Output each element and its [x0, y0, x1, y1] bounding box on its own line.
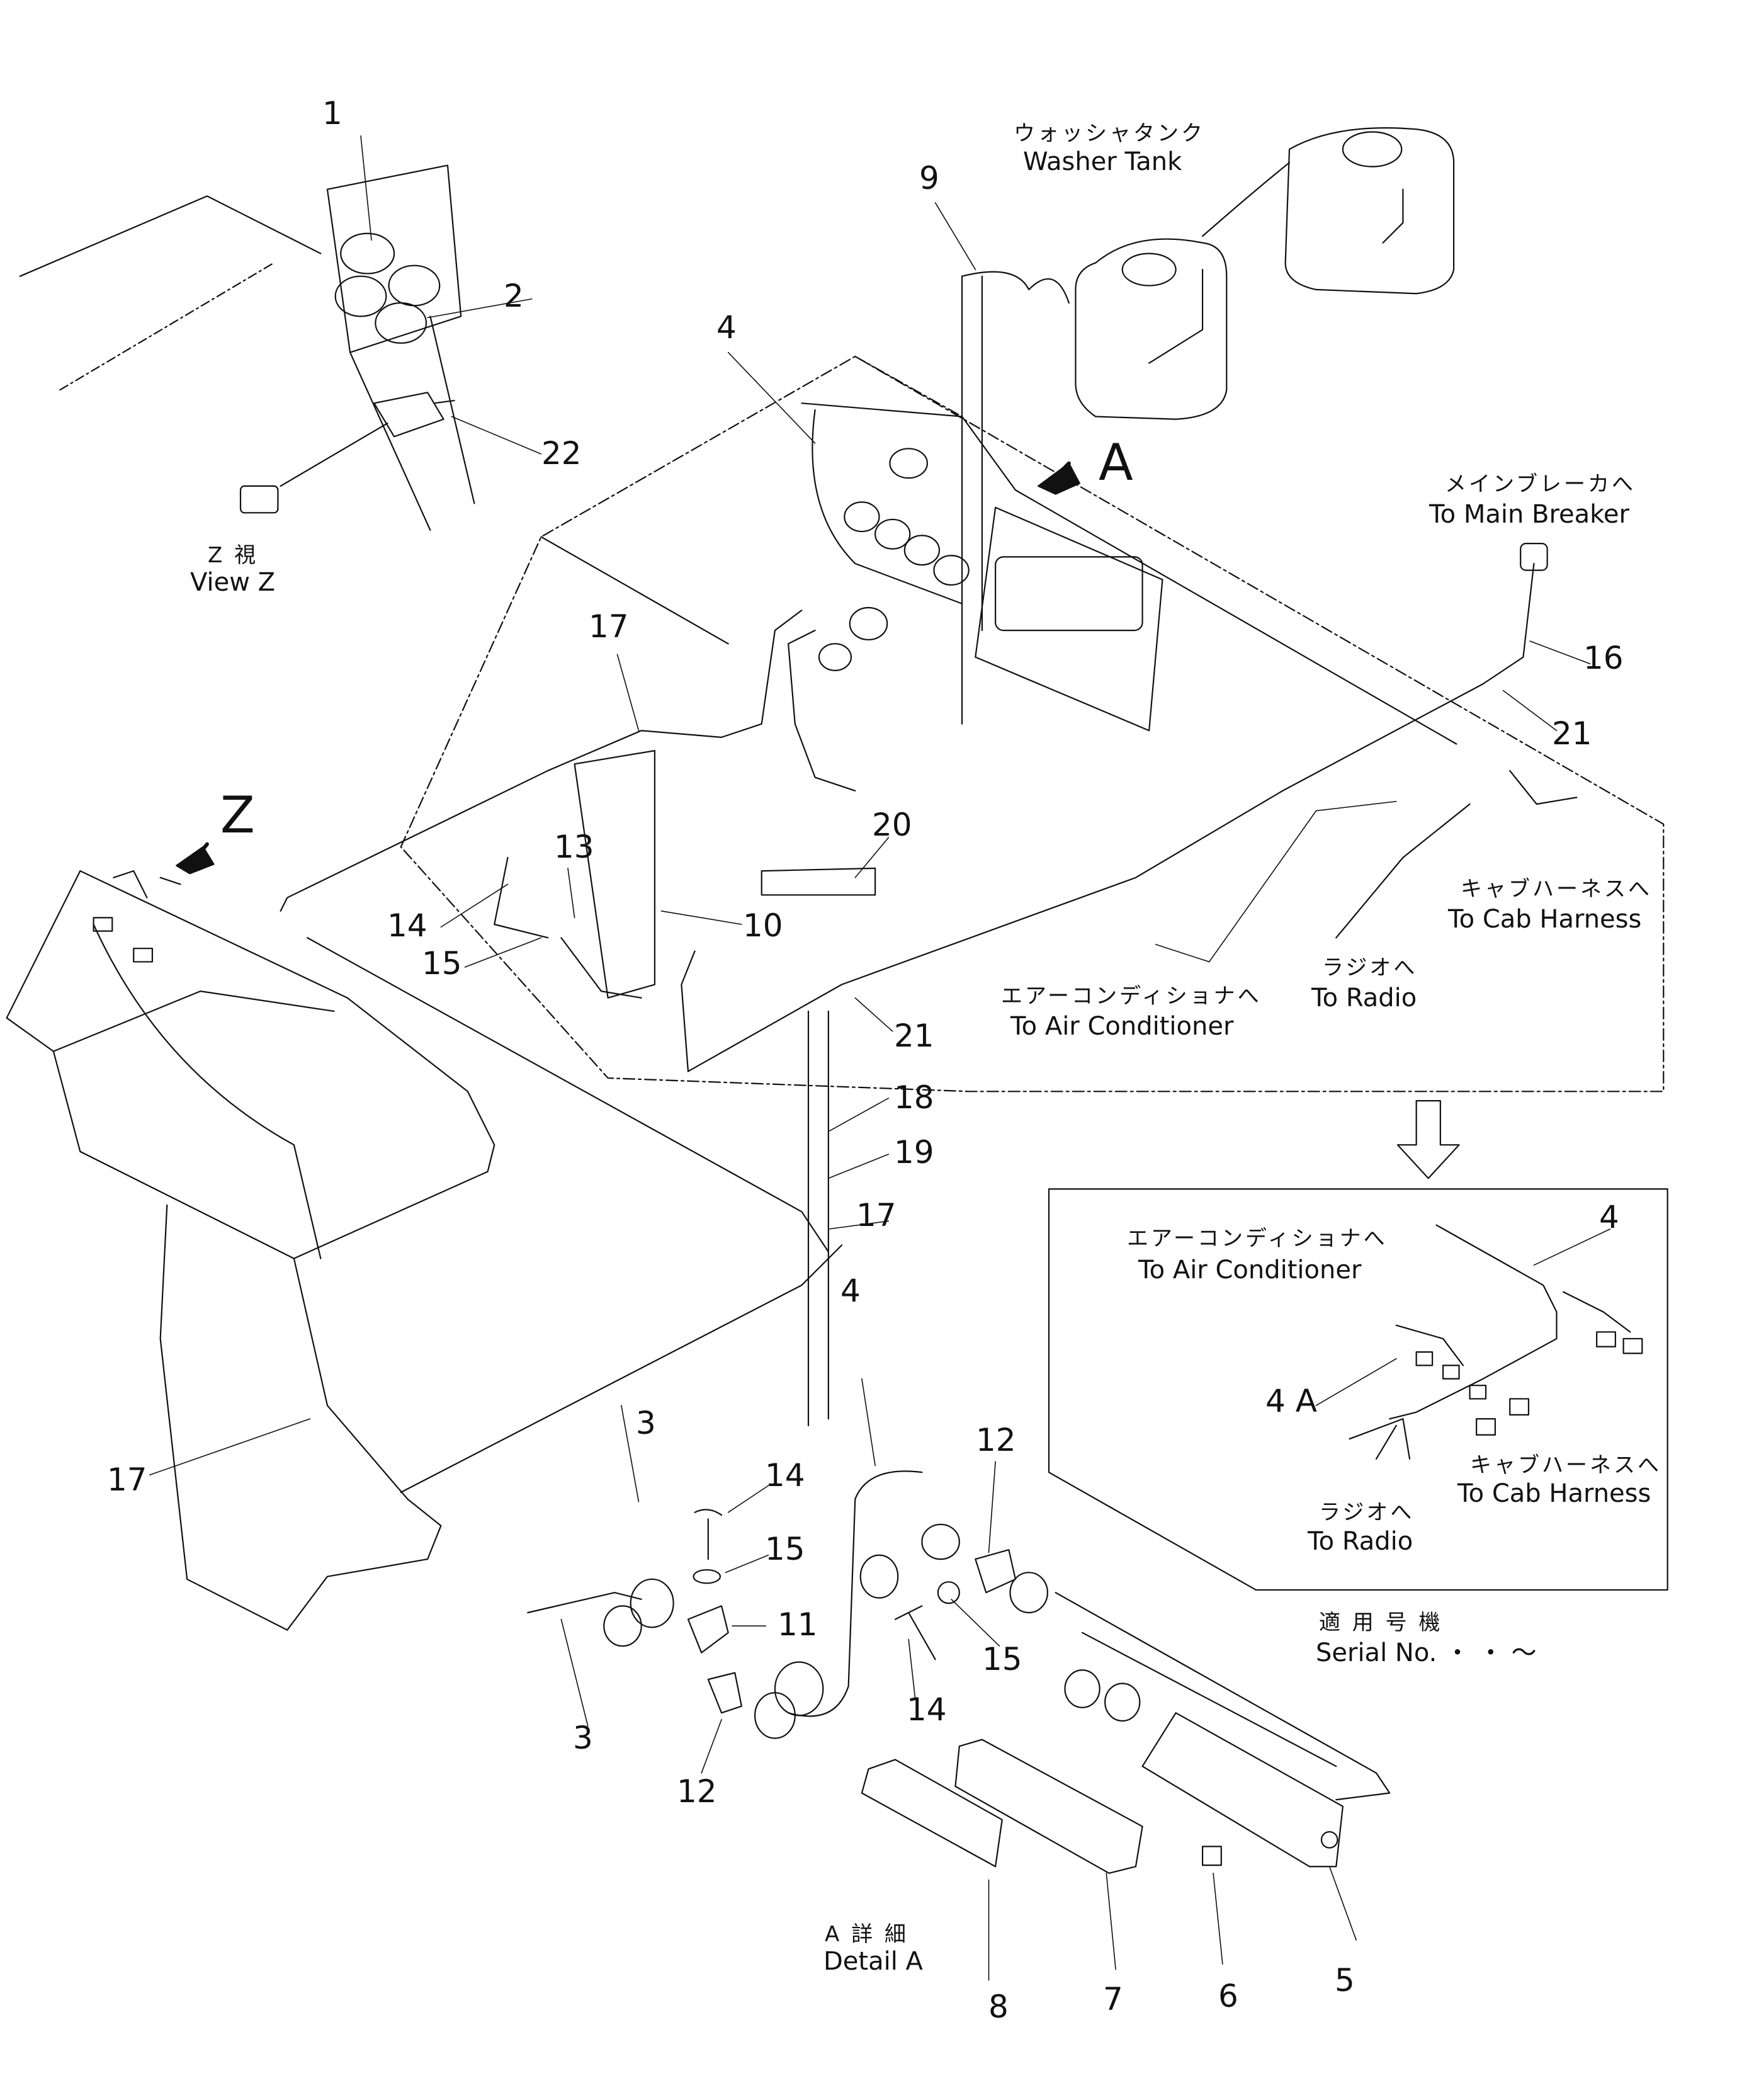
- detail-box: [1049, 1189, 1668, 1590]
- part-number-1: 1: [322, 95, 342, 132]
- air-conditioner-en: To Air Conditioner: [1010, 1012, 1234, 1041]
- part-number-3: 3: [636, 1405, 656, 1441]
- part-number-13: 13: [554, 829, 594, 865]
- radio-jp: ラジオへ: [1322, 955, 1418, 980]
- view-z-detail: [20, 166, 475, 530]
- cab-harness-en: To Cab Harness: [1448, 905, 1642, 934]
- part-number-14-b: 14: [765, 1457, 805, 1494]
- part-number-17-b: 17: [856, 1197, 897, 1234]
- part-number-20: 20: [872, 807, 912, 843]
- part-number-6: 6: [1218, 1978, 1238, 2014]
- part-number-7: 7: [1103, 1981, 1123, 2018]
- part-number-12-b: 12: [677, 1773, 717, 1810]
- detail-a-parts: [528, 1471, 1389, 1873]
- harness: [281, 543, 1577, 1492]
- view-z-jp: Z 視: [208, 543, 259, 568]
- part-number-22: 22: [541, 435, 582, 472]
- part-number-16: 16: [1583, 640, 1624, 676]
- radio-en: To Radio: [1311, 984, 1417, 1013]
- part-number-19: 19: [894, 1134, 934, 1171]
- cab-harness-box-en: To Cab Harness: [1457, 1479, 1651, 1508]
- part-number-15-c: 15: [982, 1641, 1022, 1677]
- main-breaker-jp: メインブレーカへ: [1445, 472, 1636, 497]
- radio-box-jp: ラジオへ: [1319, 1500, 1415, 1525]
- arrow-a-icon: [1038, 463, 1080, 494]
- part-number-14-c: 14: [907, 1691, 947, 1728]
- washer-tank-en: Washer Tank: [1023, 147, 1182, 176]
- part-number-4-detail: 4: [840, 1273, 861, 1309]
- view-z-en: View Z: [190, 568, 276, 597]
- part-number-14: 14: [387, 907, 427, 944]
- part-number-18: 18: [894, 1079, 934, 1116]
- arrow-z-label: Z: [220, 786, 255, 844]
- washer-tanks: [962, 128, 1454, 724]
- part-number-2: 2: [504, 278, 524, 314]
- washer-tank-jp: ウォッシャタンク: [1014, 121, 1205, 146]
- cab-harness-box-jp: キャブハーネスへ: [1470, 1453, 1661, 1478]
- cab-harness-jp: キャブハーネスへ: [1461, 877, 1652, 902]
- arrow-z-icon: [176, 844, 213, 874]
- air-conditioner-box-jp: エアーコンディショナへ: [1127, 1226, 1388, 1251]
- switch-panel: [801, 403, 1456, 744]
- part-number-21: 21: [1552, 715, 1592, 752]
- part-number-12: 12: [976, 1422, 1016, 1458]
- part-number-17-c: 17: [107, 1461, 147, 1498]
- air-conditioner-jp: エアーコンディショナへ: [1001, 984, 1262, 1009]
- arrow-a-label: A: [1099, 433, 1133, 492]
- part-number-10: 10: [743, 907, 783, 944]
- detail-a-en: Detail A: [823, 1947, 923, 1976]
- part-number-4-box: 4: [1599, 1199, 1619, 1235]
- detail-a-jp: A 詳 細: [825, 1922, 908, 1947]
- main-console: [401, 356, 1664, 1091]
- main-breaker-en: To Main Breaker: [1429, 500, 1629, 529]
- part-number-15: 15: [422, 945, 462, 982]
- hollow-down-arrow-icon: [1398, 1101, 1459, 1178]
- serial-en: Serial No. ・ ・ ～: [1316, 1638, 1537, 1667]
- air-conditioner-box-en: To Air Conditioner: [1138, 1256, 1362, 1285]
- part-number-9: 9: [919, 160, 939, 196]
- part-number-17: 17: [589, 608, 629, 645]
- serial-jp: 適 用 号 機: [1319, 1610, 1443, 1635]
- part-number-4a: 4 A: [1265, 1383, 1317, 1419]
- part-number-15-b: 15: [765, 1531, 805, 1567]
- part-number-11: 11: [778, 1606, 818, 1643]
- part-number-5: 5: [1335, 1962, 1355, 1999]
- left-console: [7, 871, 495, 1630]
- radio-box-en: To Radio: [1308, 1527, 1413, 1556]
- part-number-21-b: 21: [894, 1018, 934, 1054]
- leader-lines: [150, 136, 1610, 1980]
- part-number-8: 8: [988, 1989, 1009, 2025]
- part-number-3-b: 3: [573, 1720, 593, 1756]
- part-number-4: 4: [716, 309, 737, 346]
